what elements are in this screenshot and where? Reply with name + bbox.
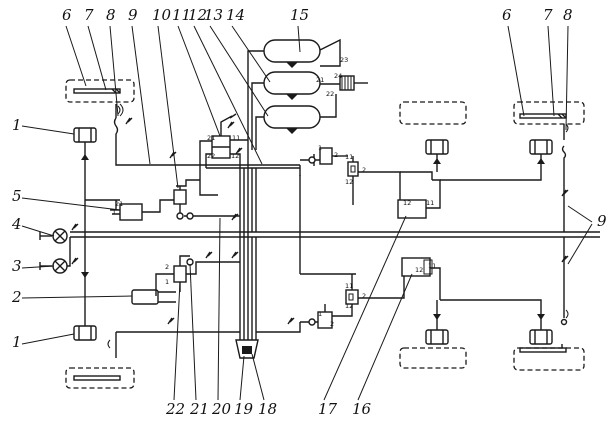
port-label-22: 12: [415, 266, 423, 274]
left-front-wheel-cylinder: [73, 127, 97, 143]
valve-middle: [286, 94, 298, 100]
callout-left-10: 1: [12, 116, 22, 134]
callout-bottom-6: 16: [352, 400, 372, 418]
port-label-15: 21: [115, 200, 123, 208]
port-label-9: 2: [334, 151, 338, 159]
callout-left-1: 7: [84, 6, 94, 24]
pressure-regulator-2: [131, 289, 159, 305]
left-rear-wheel-cylinder: [73, 325, 97, 341]
callout-left-15: 1: [12, 333, 22, 351]
port-label-18: 1: [165, 278, 169, 286]
callout-bottom-1: 21: [189, 400, 209, 418]
valve-bottom: [286, 128, 298, 134]
left-rear-brake-housing: [65, 367, 135, 389]
right-rear-outer-housing: [513, 347, 585, 371]
port-label-19: 11: [345, 282, 353, 290]
port-label-16: 1: [112, 208, 116, 216]
valve-22: [173, 265, 187, 283]
callout-bottom-2: 20: [211, 400, 232, 418]
relay-valve-top: [347, 161, 359, 177]
main-brake-valve: [199, 113, 248, 196]
callout-bottom-5: 17: [318, 400, 338, 418]
callout-right-3: 9: [597, 212, 607, 230]
port-label-12: 2: [362, 166, 366, 174]
electrical-markers: [71, 117, 569, 325]
valve-20: [173, 189, 187, 205]
port-label-7: 12: [231, 152, 239, 160]
port-label-5: 22: [207, 152, 215, 160]
right-rear-inner-housing: [399, 347, 467, 369]
callout-left-9: 15: [290, 6, 309, 24]
right-front-outer-cylinder: [529, 139, 553, 155]
callout-right-1: 7: [543, 6, 553, 24]
port-label-21: 2: [362, 292, 366, 300]
modulator-17: [397, 199, 427, 219]
port-label-0: 23: [340, 56, 348, 64]
callout-left-6: 12: [188, 6, 207, 24]
port-label-3: 22: [326, 90, 334, 98]
callout-left-12: 4: [11, 215, 22, 233]
port-label-8: 1: [318, 144, 322, 152]
rear-circuit: [300, 270, 405, 329]
port-label-10: 11: [345, 153, 353, 161]
front-circuit: [115, 140, 401, 274]
modulators: [397, 171, 441, 300]
right-front-outer-housing: [513, 101, 585, 125]
air-reservoirs: [247, 38, 368, 150]
foot-valve: [235, 322, 301, 359]
reservoir-top: [263, 39, 321, 63]
reservoir-bottom: [263, 105, 321, 129]
callout-bottom-0: 22: [165, 400, 185, 418]
callout-left-11: 5: [12, 187, 22, 205]
callout-left-13: 3: [12, 257, 22, 275]
port-label-14: 11: [426, 199, 434, 207]
right-wheels: [399, 101, 585, 371]
callout-left-0: 6: [62, 6, 72, 24]
port-label-1: 21: [316, 76, 324, 84]
port-label-13: 12: [403, 199, 411, 207]
callout-left-8: 14: [226, 6, 245, 24]
port-label-2: 24: [334, 72, 342, 80]
callout-left-7: 13: [204, 6, 223, 24]
port-label-20: 12: [345, 302, 353, 310]
callout-left-5: 11: [172, 6, 191, 24]
port-label-11: 12: [345, 178, 353, 186]
right-front-inner-housing: [399, 101, 467, 125]
brake-chamber-5: [119, 203, 143, 221]
right-front-inner-cylinder: [425, 139, 449, 155]
left-wheels: [39, 79, 240, 389]
callout-bottom-3: 19: [234, 400, 254, 418]
callout-left-3: 9: [128, 6, 138, 24]
callout-right-0: 6: [502, 6, 512, 24]
main-bus-lines: [70, 168, 600, 340]
port-label-25: 2: [330, 320, 334, 328]
callout-left-2: 8: [106, 6, 116, 24]
port-label-6: 11: [232, 134, 240, 142]
left-front-brake-housing: [65, 79, 135, 103]
callout-bottom-4: 18: [258, 400, 277, 418]
left-front-brake-shoe: [73, 88, 121, 94]
port-label-4: 21: [207, 134, 215, 142]
reservoir-middle: [263, 71, 321, 95]
valve-top: [286, 62, 298, 68]
port-label-23: 11: [428, 262, 436, 270]
right-rear-outer-cylinder: [529, 329, 553, 345]
port-label-24: 1: [318, 310, 322, 318]
callout-left-14: 2: [11, 288, 22, 306]
callout-left-4: 10: [152, 6, 172, 24]
port-label-17: 2: [165, 263, 169, 271]
leader-lines: [21, 25, 593, 401]
right-rear-inner-cylinder: [425, 329, 449, 345]
modulator-16: [401, 257, 431, 277]
callout-right-2: 8: [563, 6, 573, 24]
